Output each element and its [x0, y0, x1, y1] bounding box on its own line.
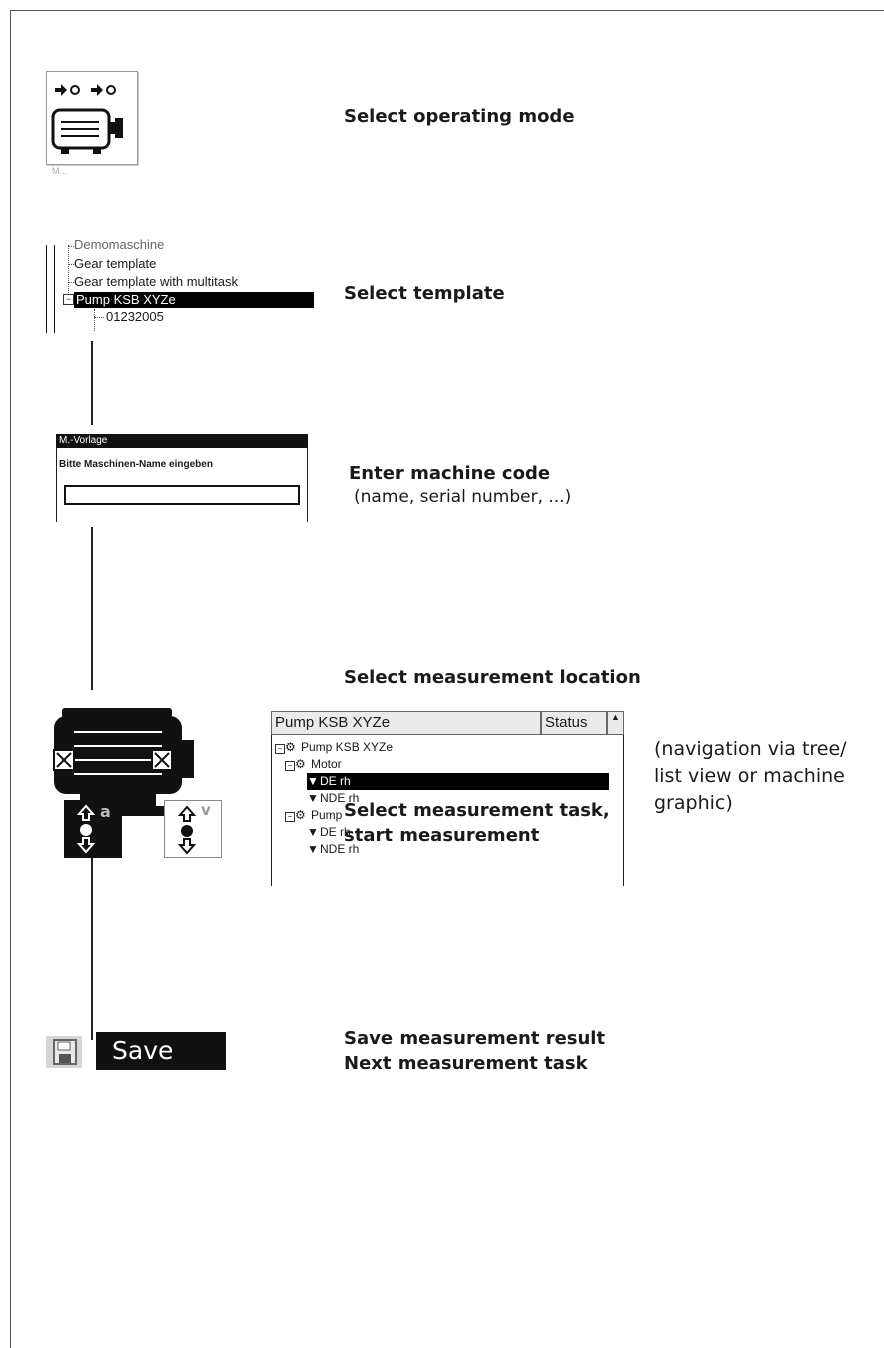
pump-icon: ⚙ — [295, 808, 306, 822]
dialog-title: M.-Vorlage — [56, 434, 308, 448]
tree-connector — [68, 245, 69, 303]
tree-connector — [68, 282, 74, 283]
step-title-task-line2: start measurement — [344, 825, 540, 846]
navigation-note: (navigation via tree/ list view or machi… — [654, 738, 847, 814]
step-title-measurement-location: Select measurement location — [344, 667, 641, 688]
tree-node-label: Pump — [311, 808, 343, 822]
machine-name-dialog: M.-Vorlage Bitte Maschinen-Name eingeben — [56, 434, 308, 522]
scroll-up-icon[interactable]: ▲ — [607, 711, 624, 735]
template-tree: Demomaschine Gear template Gear template… — [46, 237, 314, 333]
dialog-prompt: Bitte Maschinen-Name eingeben — [59, 459, 213, 470]
tree-item[interactable]: 01232005 — [106, 309, 164, 324]
list-border-left — [271, 735, 272, 886]
connector-line — [91, 908, 93, 1040]
tree-node-motor[interactable]: −⚙ Motor — [285, 756, 342, 773]
motor-icon: ⚙ — [295, 757, 306, 771]
tree-connector — [68, 246, 74, 247]
tree-collapse-icon[interactable]: − — [63, 294, 74, 305]
tree-node-machine[interactable]: −⚙ Pump KSB XYZe — [275, 739, 393, 756]
save-button-label: Save — [96, 1032, 226, 1070]
machine-name-input[interactable] — [64, 485, 300, 505]
tree-node-label: DE rh — [320, 825, 351, 839]
tree-connector — [68, 264, 74, 265]
list-border-right — [623, 735, 624, 886]
tree-node-label: Pump KSB XYZe — [301, 740, 394, 754]
dialog-border-right — [307, 448, 308, 522]
operating-mode-icon[interactable] — [46, 71, 138, 165]
tree-item-selected[interactable]: Pump KSB XYZe — [74, 292, 314, 308]
frame-left-border — [10, 10, 11, 1348]
task-icon-v[interactable]: v — [164, 800, 222, 858]
step-title-task-line1: Select measurement task, — [344, 800, 610, 821]
tree-item[interactable]: Gear template with multitask — [74, 274, 239, 289]
tree-node-measurement-point[interactable]: ▼NDE rh — [307, 841, 359, 858]
tree-node-measurement-point[interactable]: ▼DE rh — [307, 824, 351, 841]
connector-line — [91, 527, 93, 690]
dialog-border-left — [56, 448, 57, 522]
machine-icon: ⚙ — [285, 740, 296, 754]
task-icon-a[interactable]: a — [64, 800, 122, 858]
step-title-operating-mode: Select operating mode — [344, 106, 575, 127]
floppy-disk-icon — [53, 1039, 77, 1065]
tree-item[interactable]: Demomaschine — [74, 237, 165, 252]
tree-collapse-icon[interactable]: − — [285, 812, 295, 822]
measurement-point-icon: ▼ — [307, 791, 319, 805]
tree-connector — [94, 309, 95, 331]
step-title-save-line1: Save measurement result — [344, 1028, 606, 1049]
tree-node-label: NDE rh — [320, 791, 360, 805]
step-title-save-line2: Next measurement task — [344, 1053, 588, 1074]
save-button[interactable]: Save — [46, 1032, 226, 1070]
measurement-location-list: Pump KSB XYZe Status ▲ −⚙Pump KSB XYZe −… — [271, 711, 624, 886]
tree-node-selected[interactable]: ▼DE rh — [307, 773, 609, 790]
tree-node-pump[interactable]: −⚙ Pump — [285, 807, 342, 824]
step-title-machine-code: Enter machine code — [349, 463, 551, 484]
step-subtitle-machine-code: (name, serial number, ...) — [354, 487, 572, 507]
list-header-status[interactable]: Status — [541, 711, 607, 735]
save-icon-bg — [46, 1036, 82, 1068]
tree-item[interactable]: Gear template — [74, 256, 157, 271]
measurement-point-icon: ▼ — [307, 825, 319, 839]
frame-top-border — [10, 10, 884, 11]
step-title-template: Select template — [344, 283, 505, 304]
measurement-point-icon: ▼ — [307, 842, 319, 856]
tree-collapse-icon[interactable]: − — [275, 744, 285, 754]
connector-line — [91, 341, 93, 425]
tree-node-label: NDE rh — [320, 842, 360, 856]
list-header-name[interactable]: Pump KSB XYZe — [271, 711, 541, 735]
task-icon-v-letter: v — [201, 801, 211, 819]
task-icon-a-letter: a — [100, 802, 111, 821]
tree-node-measurement-point[interactable]: ▼NDE rh — [307, 790, 359, 807]
tree-node-label: Motor — [311, 757, 342, 771]
operating-mode-caption: M... — [52, 166, 67, 176]
tree-border-left — [46, 245, 47, 333]
tree-collapse-icon[interactable]: − — [285, 761, 295, 771]
tree-border-inner — [54, 245, 55, 333]
tree-connector — [94, 317, 104, 318]
measurement-point-icon: ▼ — [307, 774, 319, 788]
tree-node-label: DE rh — [320, 774, 351, 788]
